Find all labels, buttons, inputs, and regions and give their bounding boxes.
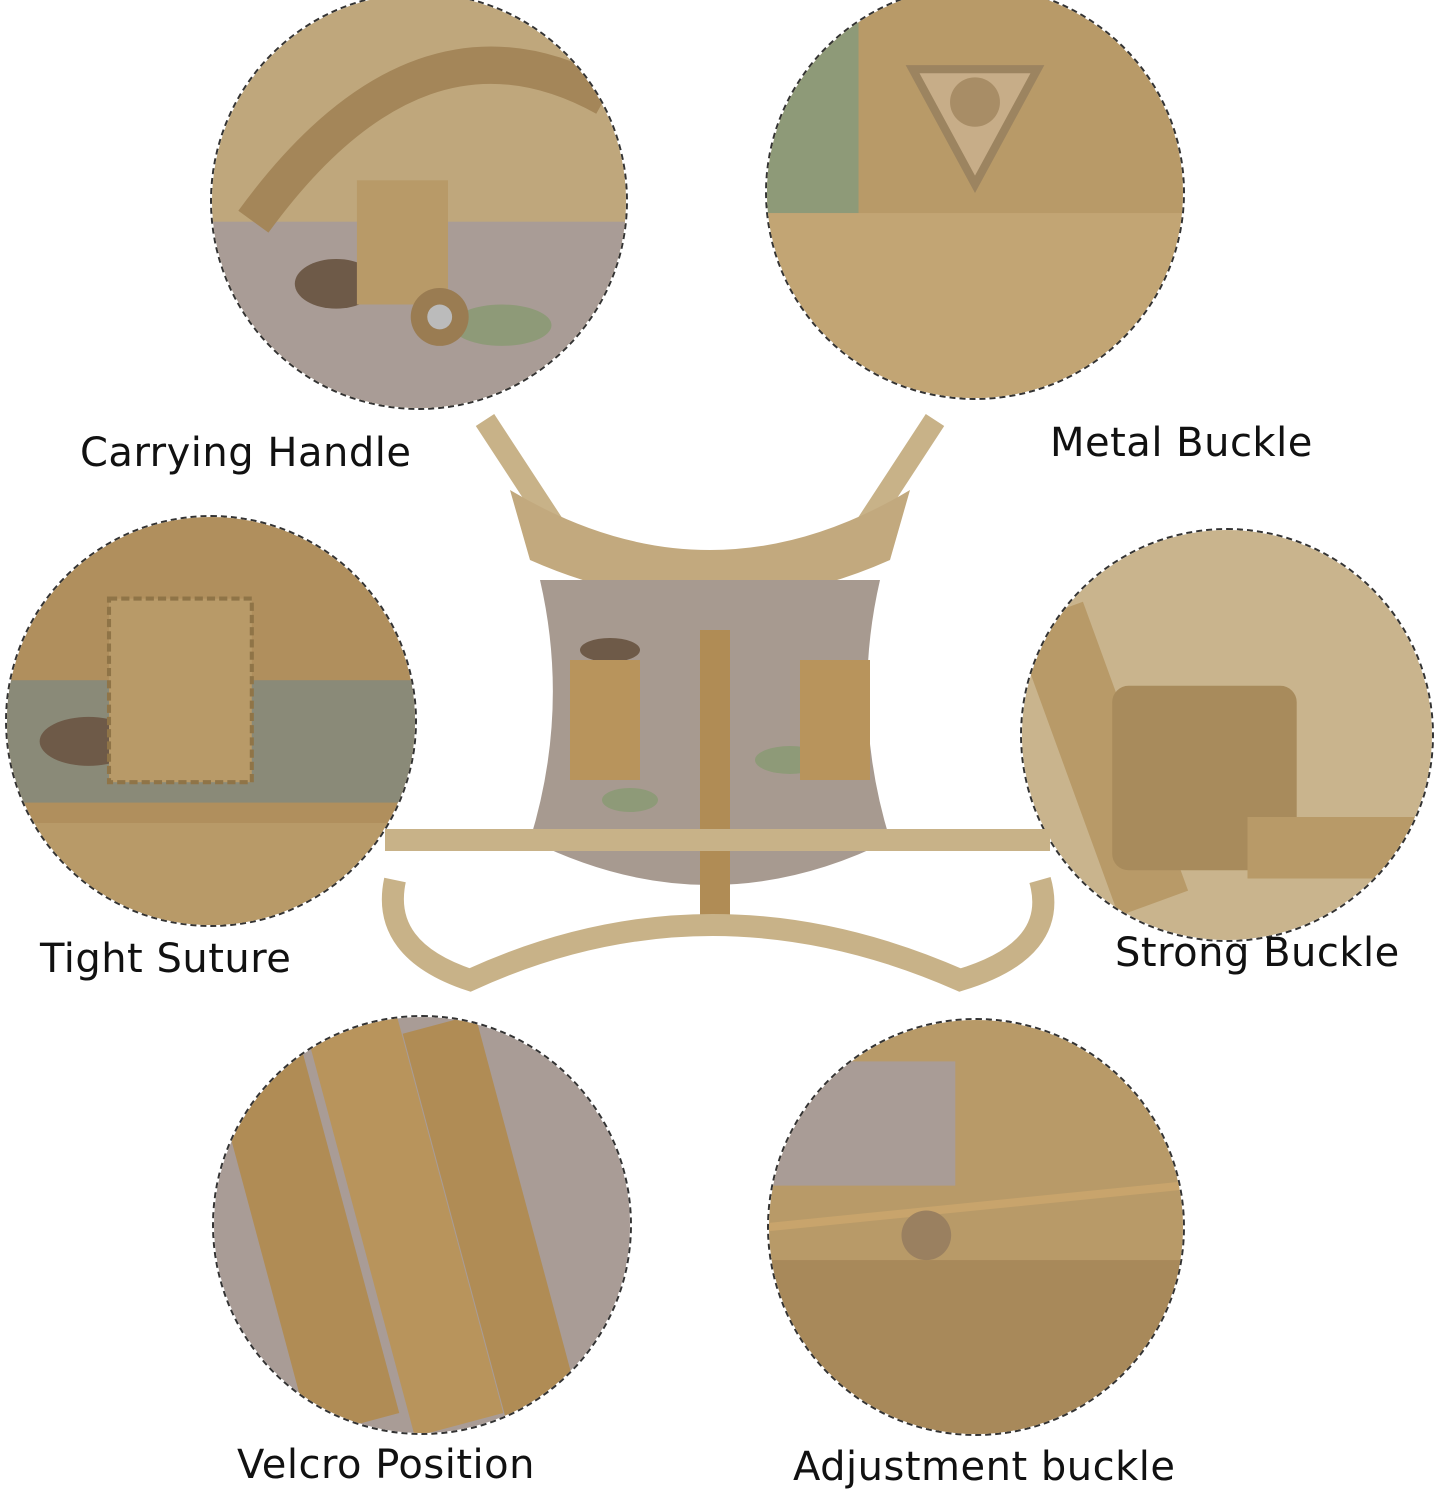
tight-suture-label: Tight Suture <box>40 936 292 982</box>
velcro-position-detail-image <box>212 1015 632 1435</box>
adjustment-buckle-detail-image <box>767 1018 1185 1436</box>
adjustment-buckle-label: Adjustment buckle <box>793 1444 1176 1490</box>
carrying-handle-detail-image <box>210 0 628 410</box>
harness-product-image <box>381 413 1055 992</box>
strong-buckle-detail-image <box>1020 528 1434 942</box>
metal-buckle-label: Metal Buckle <box>1050 420 1313 466</box>
strong-buckle-label: Strong Buckle <box>1115 930 1400 976</box>
carrying-handle-label: Carrying Handle <box>80 430 412 476</box>
metal-buckle-detail-image <box>765 0 1185 400</box>
velcro-position-label: Velcro Position <box>237 1442 535 1488</box>
tight-suture-detail-image <box>5 515 417 927</box>
